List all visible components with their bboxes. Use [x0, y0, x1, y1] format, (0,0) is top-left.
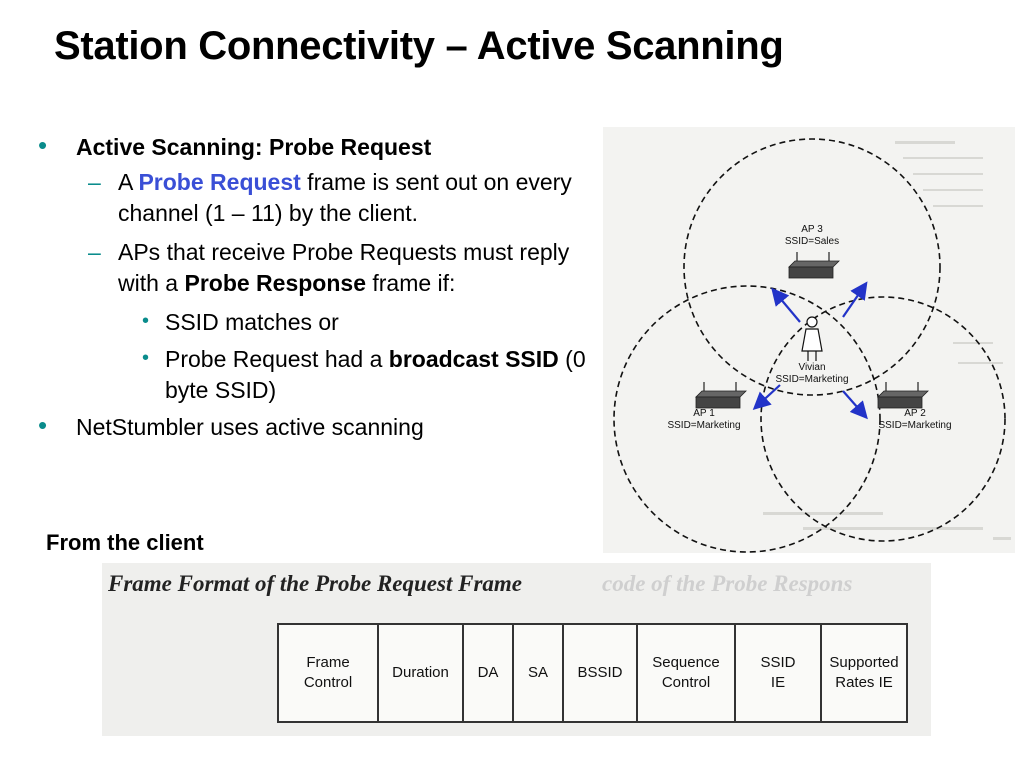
field-ssid-ie: SSID IE	[734, 623, 822, 723]
ap3-device-icon	[788, 252, 840, 279]
field-duration: Duration	[377, 623, 464, 723]
field-label-line: Frame	[306, 654, 350, 671]
ap2-ssid: SSID=Marketing	[878, 420, 952, 431]
field-label-line: Control	[661, 674, 711, 691]
ap1-coverage-circle	[613, 285, 881, 553]
client-name: Vivian	[798, 362, 826, 373]
active-scanning-diagram: AP 3 SSID=Sales Vivian SSID=Marketing AP…	[603, 127, 1015, 553]
subbullet-text-post: frame is sent out on every channel (1 – …	[118, 169, 572, 226]
field-label-line: Control	[303, 674, 353, 691]
field-da: DA	[462, 623, 514, 723]
dash-icon: –	[88, 239, 101, 265]
arrow-to-ap1	[752, 384, 781, 410]
arrow-to-ap3-b	[842, 281, 868, 318]
tertiary-text-pre: Probe Request had a	[165, 346, 389, 372]
ap2-coverage-circle	[760, 296, 1006, 542]
tertiary-broadcast-ssid: • Probe Request had a broadcast SSID (0 …	[36, 344, 596, 406]
bullet-dot-icon: •	[38, 130, 48, 160]
frame-format-panel: Frame Format of the Probe Request Frame …	[102, 563, 931, 736]
tertiary-text-post: (0 byte SSID)	[165, 346, 586, 403]
slide-title: Station Connectivity – Active Scanning	[54, 24, 784, 68]
bullet-netstumbler: • NetStumbler uses active scanning	[36, 410, 596, 443]
ap1-ssid: SSID=Marketing	[667, 420, 741, 431]
subbullet-text-post: frame if:	[365, 270, 456, 296]
probe-request-arrows	[752, 281, 868, 420]
ap3-ssid: SSID=Sales	[784, 236, 840, 247]
field-label-line: Rates IE	[835, 674, 893, 691]
bullet-dot-icon: •	[142, 347, 150, 369]
field-sa: SA	[512, 623, 564, 723]
client-ssid: SSID=Marketing	[775, 374, 849, 385]
background-texture	[763, 141, 1011, 540]
bullet-dot-icon: •	[142, 310, 150, 332]
field-label-line: SSID	[760, 654, 796, 671]
subbullet-text-pre: APs that receive Probe Requests must rep…	[118, 239, 570, 296]
tertiary-ssid-matches: • SSID matches or	[36, 307, 596, 338]
ap1-name: AP 1	[693, 408, 715, 419]
frame-format-title: Frame Format of the Probe Request Frame	[108, 571, 522, 596]
client-label: Vivian SSID=Marketing	[765, 362, 859, 386]
arrow-to-ap2	[842, 390, 868, 420]
dash-icon: –	[88, 169, 101, 195]
bullet-text: NetStumbler uses active scanning	[76, 414, 424, 440]
bullet-list: • Active Scanning: Probe Request – A Pro…	[36, 130, 596, 447]
from-client-caption: From the client	[46, 530, 204, 555]
broadcast-ssid-emphasis: broadcast SSID	[388, 346, 559, 372]
ap2-label: AP 2 SSID=Marketing	[867, 408, 963, 432]
arrow-to-ap3-a	[771, 287, 801, 323]
probe-request-emphasis: Probe Request	[138, 169, 301, 195]
field-bssid: BSSID	[562, 623, 638, 723]
field-label-line: SA	[527, 664, 548, 681]
ap2-device-icon	[877, 382, 929, 409]
field-label-line: Supported	[829, 654, 899, 671]
bullet-active-scanning: • Active Scanning: Probe Request	[36, 130, 596, 163]
bullet-dot-icon: •	[38, 410, 48, 440]
coverage-diagram-svg	[613, 138, 1011, 553]
tertiary-text: SSID matches or	[165, 309, 339, 335]
subbullet-aps-reply: – APs that receive Probe Requests must r…	[36, 237, 596, 299]
subbullet-probe-request: – A Probe Request frame is sent out on e…	[36, 167, 596, 229]
probe-response-emphasis: Probe Response	[184, 270, 366, 296]
ap3-label: AP 3 SSID=Sales	[777, 224, 847, 248]
ap3-coverage-circle	[683, 138, 941, 396]
field-label-line: DA	[477, 664, 499, 681]
ap3-name: AP 3	[801, 224, 823, 235]
ap2-name: AP 2	[904, 408, 926, 419]
ap1-label: AP 1 SSID=Marketing	[659, 408, 749, 432]
bullet-text: Active Scanning: Probe Request	[76, 134, 432, 160]
field-label-line: Duration	[392, 664, 449, 681]
field-label-line: BSSID	[577, 664, 623, 681]
field-label-line: IE	[770, 674, 786, 691]
bleed-through-text: code of the Probe Respons	[602, 571, 853, 596]
field-label-line: Sequence	[652, 654, 720, 671]
subbullet-text-pre: A	[118, 169, 139, 195]
client-person-icon	[801, 316, 823, 361]
ap1-device-icon	[695, 382, 747, 409]
